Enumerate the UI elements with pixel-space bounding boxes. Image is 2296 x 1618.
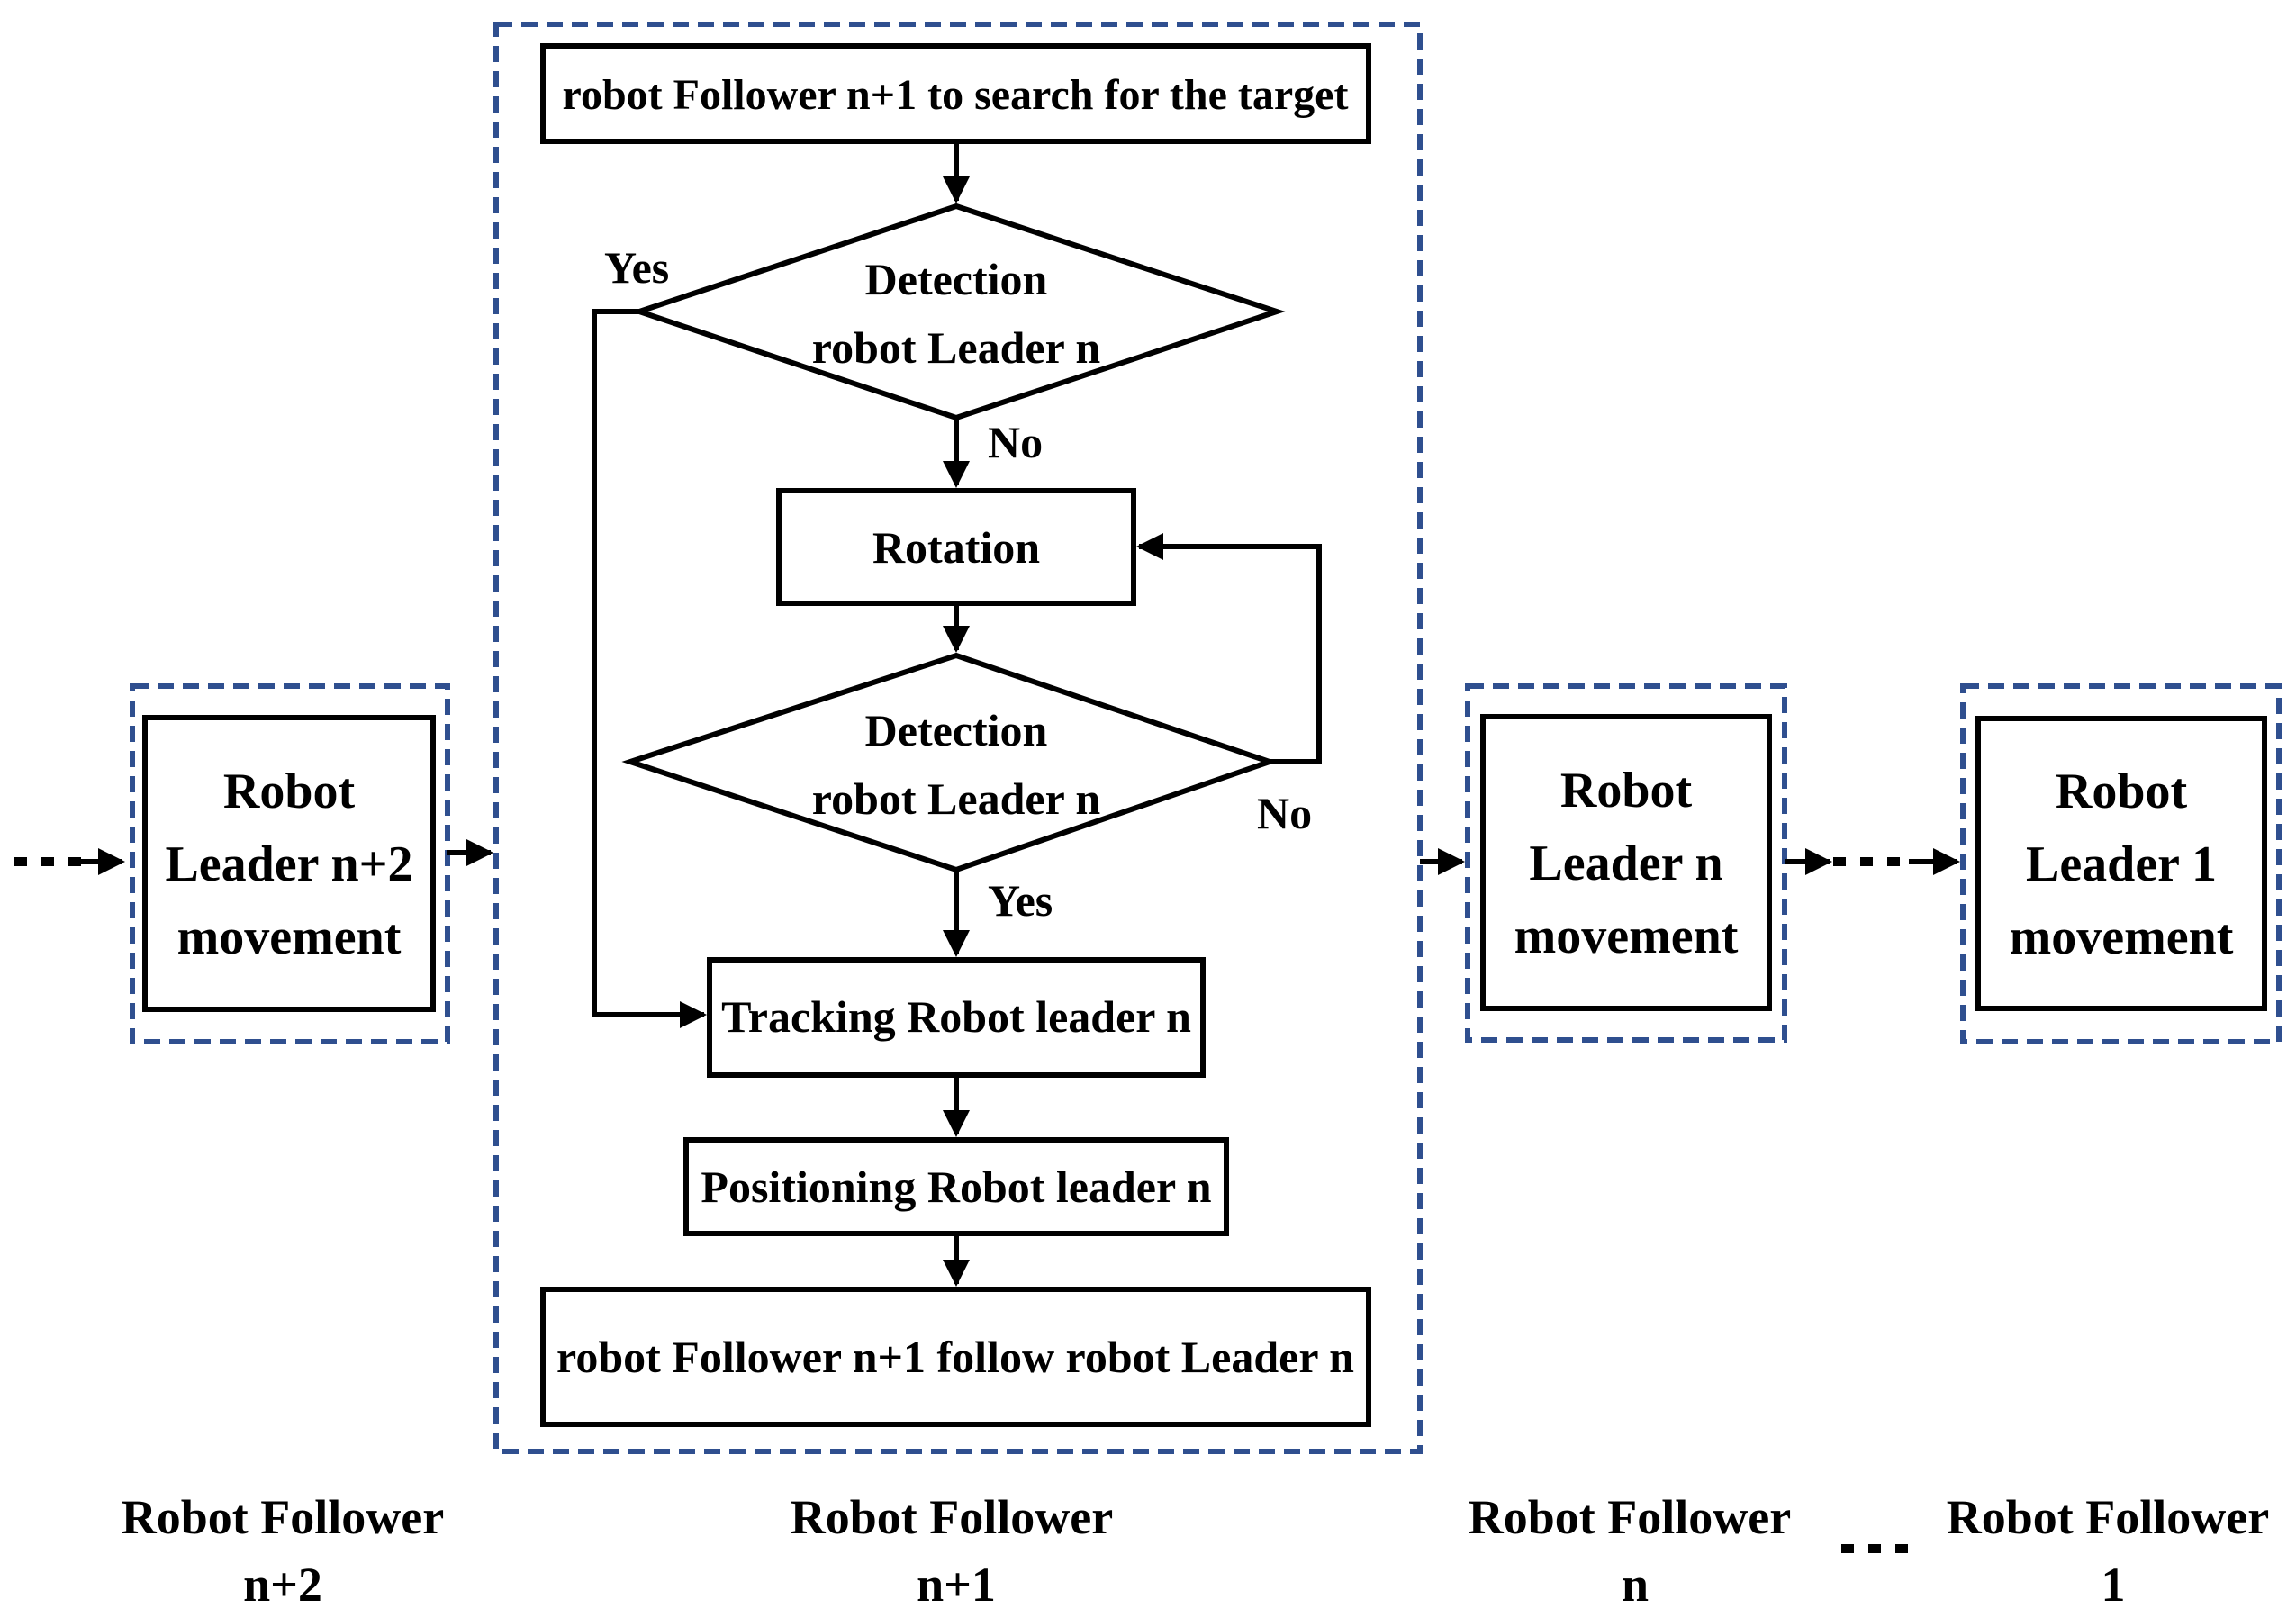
decision1-no-label: No: [988, 417, 1043, 467]
leader-n-line2: Leader n: [1529, 836, 1722, 891]
leader-1-line3: movement: [2010, 909, 2234, 965]
decision1-line2: robot Leader n: [812, 322, 1101, 373]
leader-1-line1: Robot: [2056, 764, 2188, 819]
leader-n2-box: Robot Leader n+2 movement: [142, 715, 436, 1012]
follower-n-line2: n: [1622, 1558, 1649, 1612]
follow-box: robot Follower n+1 follow robot Leader n: [540, 1287, 1371, 1427]
follower-n1-line2: n+1: [917, 1558, 996, 1612]
leader-n2-line3: movement: [177, 909, 402, 965]
tracking-box: Tracking Robot leader n: [707, 957, 1206, 1078]
decision2-no-label: No: [1257, 788, 1312, 838]
decision-detection-1: Detection robot Leader n: [630, 203, 1286, 421]
follower-n1-line1: Robot Follower: [791, 1490, 1113, 1544]
start-search-label: robot Follower n+1 to search for the tar…: [563, 71, 1349, 119]
leader-n-line1: Robot: [1560, 763, 1693, 818]
positioning-box: Positioning Robot leader n: [683, 1137, 1229, 1236]
decision2-yes-label: Yes: [988, 875, 1053, 926]
decision-detection-2: Detection robot Leader n: [621, 652, 1279, 873]
follow-label: robot Follower n+1 follow robot Leader n: [556, 1332, 1354, 1382]
leader-1-line2: Leader 1: [2026, 836, 2217, 892]
decision1-line1: Detection: [865, 254, 1048, 304]
decision1-yes-label: Yes: [604, 242, 669, 293]
leader-n-box: Robot Leader n movement: [1480, 714, 1772, 1011]
rotation-label: Rotation: [872, 522, 1040, 573]
follower-n1-dashed-frame: [493, 22, 1423, 1454]
follower-1-line1: Robot Follower: [1947, 1490, 2269, 1544]
start-search-box: robot Follower n+1 to search for the tar…: [540, 43, 1371, 144]
leader-1-dashed-frame: [1960, 683, 2282, 1044]
tracking-label: Tracking Robot leader n: [721, 991, 1191, 1042]
follower-n2-line2: n+2: [243, 1558, 322, 1612]
arrow-decision1-yes-to-tracking: [592, 309, 707, 1028]
leader-1-box: Robot Leader 1 movement: [1975, 716, 2267, 1011]
positioning-label: Positioning Robot leader n: [701, 1162, 1211, 1212]
rotation-box: Rotation: [776, 488, 1136, 606]
decision2-line1: Detection: [865, 705, 1048, 755]
leader-n2-line1: Robot: [223, 764, 356, 819]
leader-n-line3: movement: [1514, 908, 1739, 964]
follower-n-line1: Robot Follower: [1469, 1490, 1791, 1544]
leader-n2-dashed-frame: [130, 683, 450, 1044]
follower-1-line2: 1: [2102, 1558, 2126, 1612]
arrow-decision2-no-loop: [1136, 533, 1322, 764]
decision2-line2: robot Leader n: [812, 773, 1101, 824]
follower-n2-line1: Robot Follower: [122, 1490, 444, 1544]
leader-n2-line2: Leader n+2: [165, 836, 412, 892]
